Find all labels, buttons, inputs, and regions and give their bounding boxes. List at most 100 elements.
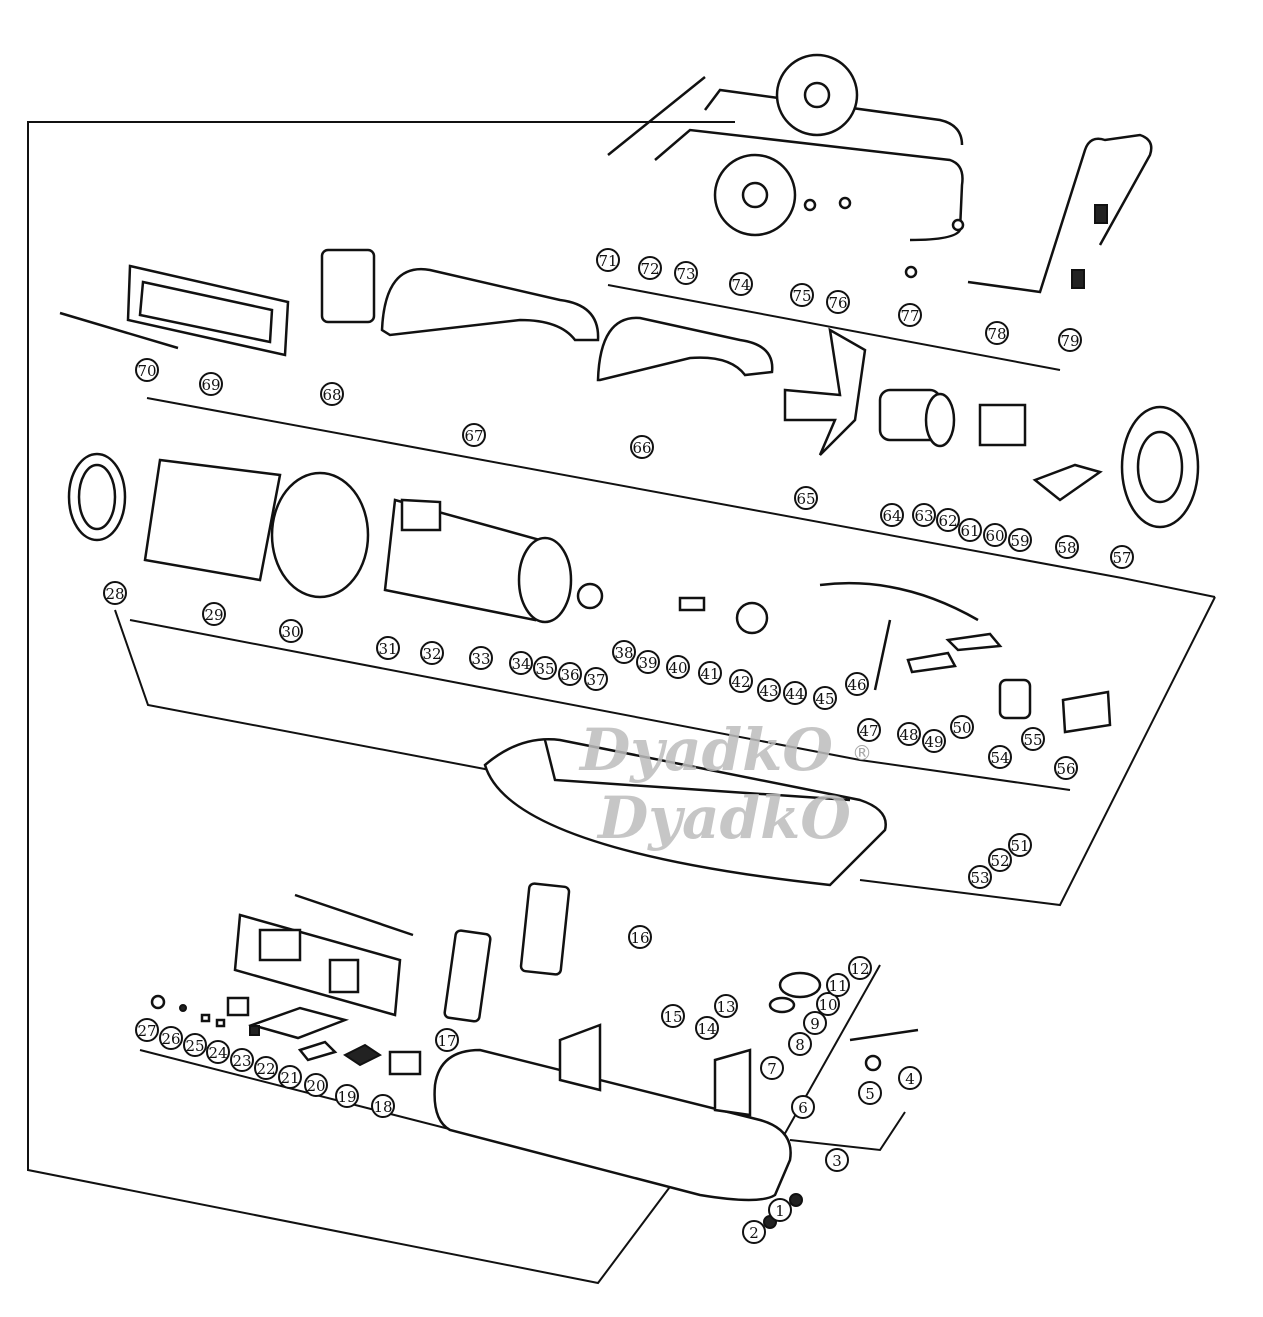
- part-callout-38: 38: [612, 640, 636, 664]
- watermark: DyadkO DyadkO ®: [578, 716, 872, 852]
- callout-number: 1: [775, 1202, 785, 1220]
- callout-number: 11: [828, 977, 847, 995]
- callout-circle: [558, 662, 582, 686]
- callout-number: 56: [1056, 760, 1075, 778]
- callout-number: 40: [668, 659, 687, 677]
- part-callout-73: 73: [674, 261, 698, 285]
- callout-number: 16: [630, 929, 649, 947]
- part-callout-31: 31: [376, 636, 400, 660]
- part-callout-3: 3: [825, 1148, 849, 1172]
- part-callout-33: 33: [469, 646, 493, 670]
- callout-circle: [596, 248, 620, 272]
- part-callout-25: 25: [183, 1033, 207, 1057]
- callout-number: 51: [1010, 837, 1029, 855]
- part-callout-32: 32: [420, 641, 444, 665]
- watermark-registered-mark: ®: [852, 741, 872, 765]
- part-callout-6: 6: [791, 1095, 815, 1119]
- callout-number: 25: [185, 1037, 204, 1055]
- part-callout-7: 7: [760, 1056, 784, 1080]
- callout-number: 32: [422, 645, 441, 663]
- callout-circle: [230, 1048, 254, 1072]
- part-callout-44: 44: [783, 681, 807, 705]
- callout-number: 3: [832, 1152, 842, 1170]
- callout-number: 55: [1023, 731, 1042, 749]
- part-callout-41: 41: [698, 661, 722, 685]
- callout-circle: [791, 1095, 815, 1119]
- part-callout-30: 30: [279, 619, 303, 643]
- part-callout-50: 50: [950, 715, 974, 739]
- part-callout-10: 10: [816, 992, 840, 1016]
- callout-circle: [584, 667, 608, 691]
- part-callout-19: 19: [335, 1084, 359, 1108]
- part-callout-53: 53: [968, 865, 992, 889]
- callout-circle: [612, 640, 636, 664]
- callout-circle: [988, 848, 1012, 872]
- callout-number: 8: [795, 1036, 805, 1054]
- callout-number: 14: [697, 1020, 716, 1038]
- part-callout-76: 76: [826, 290, 850, 314]
- tank-control-parts: [150, 882, 919, 1229]
- lower-shell: [483, 738, 887, 887]
- part-callout-70: 70: [135, 358, 159, 382]
- part-callout-28: 28: [103, 581, 127, 605]
- callout-number: 36: [560, 666, 579, 684]
- callout-circle: [320, 382, 344, 406]
- part-callout-71: 71: [596, 248, 620, 272]
- callout-number: 27: [137, 1022, 156, 1040]
- callout-number: 39: [638, 654, 657, 672]
- callout-number: 13: [716, 998, 735, 1016]
- callout-circle: [469, 646, 493, 670]
- part-callout-20: 20: [304, 1073, 328, 1097]
- part-callout-4: 4: [898, 1066, 922, 1090]
- callout-number: 44: [785, 685, 804, 703]
- part-callout-35: 35: [533, 656, 557, 680]
- callout-circle: [898, 303, 922, 327]
- callout-number: 53: [970, 869, 989, 887]
- part-number-callouts: 1234567891011121314151617181920212223242…: [103, 248, 1134, 1244]
- upper-shell-parts: [59, 248, 774, 382]
- callout-circle: [858, 1081, 882, 1105]
- part-callout-72: 72: [638, 256, 662, 280]
- assembly-frame: [27, 121, 1216, 1285]
- callout-number: 5: [865, 1085, 875, 1103]
- callout-number: 78: [987, 325, 1006, 343]
- callout-number: 42: [731, 673, 750, 691]
- callout-number: 62: [938, 512, 957, 530]
- callout-circle: [435, 1028, 459, 1052]
- callout-circle: [958, 518, 982, 542]
- callout-number: 43: [759, 682, 778, 700]
- callout-number: 60: [985, 527, 1004, 545]
- part-callout-2: 2: [742, 1220, 766, 1244]
- part-callout-5: 5: [858, 1081, 882, 1105]
- part-callout-8: 8: [788, 1032, 812, 1056]
- callout-number: 28: [105, 585, 124, 603]
- callout-circle: [813, 686, 837, 710]
- part-callout-39: 39: [636, 650, 660, 674]
- callout-number: 70: [137, 362, 156, 380]
- callout-number: 30: [281, 623, 300, 641]
- callout-circle: [698, 661, 722, 685]
- callout-number: 61: [960, 522, 979, 540]
- part-callout-17: 17: [435, 1028, 459, 1052]
- part-callout-60: 60: [983, 523, 1007, 547]
- part-callout-9: 9: [803, 1011, 827, 1035]
- part-callout-57: 57: [1110, 545, 1134, 569]
- callout-circle: [968, 865, 992, 889]
- part-callout-51: 51: [1008, 833, 1032, 857]
- callout-number: 15: [663, 1008, 682, 1026]
- callout-number: 7: [767, 1060, 777, 1078]
- callout-circle: [816, 992, 840, 1016]
- callout-circle: [666, 655, 690, 679]
- callout-circle: [695, 1016, 719, 1040]
- callout-number: 9: [810, 1015, 820, 1033]
- callout-circle: [857, 718, 881, 742]
- part-callout-14: 14: [695, 1016, 719, 1040]
- part-callout-43: 43: [757, 678, 781, 702]
- callout-number: 76: [828, 294, 847, 312]
- part-callout-48: 48: [897, 722, 921, 746]
- callout-number: 74: [731, 276, 750, 294]
- callout-circle: [159, 1026, 183, 1050]
- part-callout-64: 64: [880, 503, 904, 527]
- callout-number: 31: [378, 640, 397, 658]
- callout-number: 52: [990, 852, 1009, 870]
